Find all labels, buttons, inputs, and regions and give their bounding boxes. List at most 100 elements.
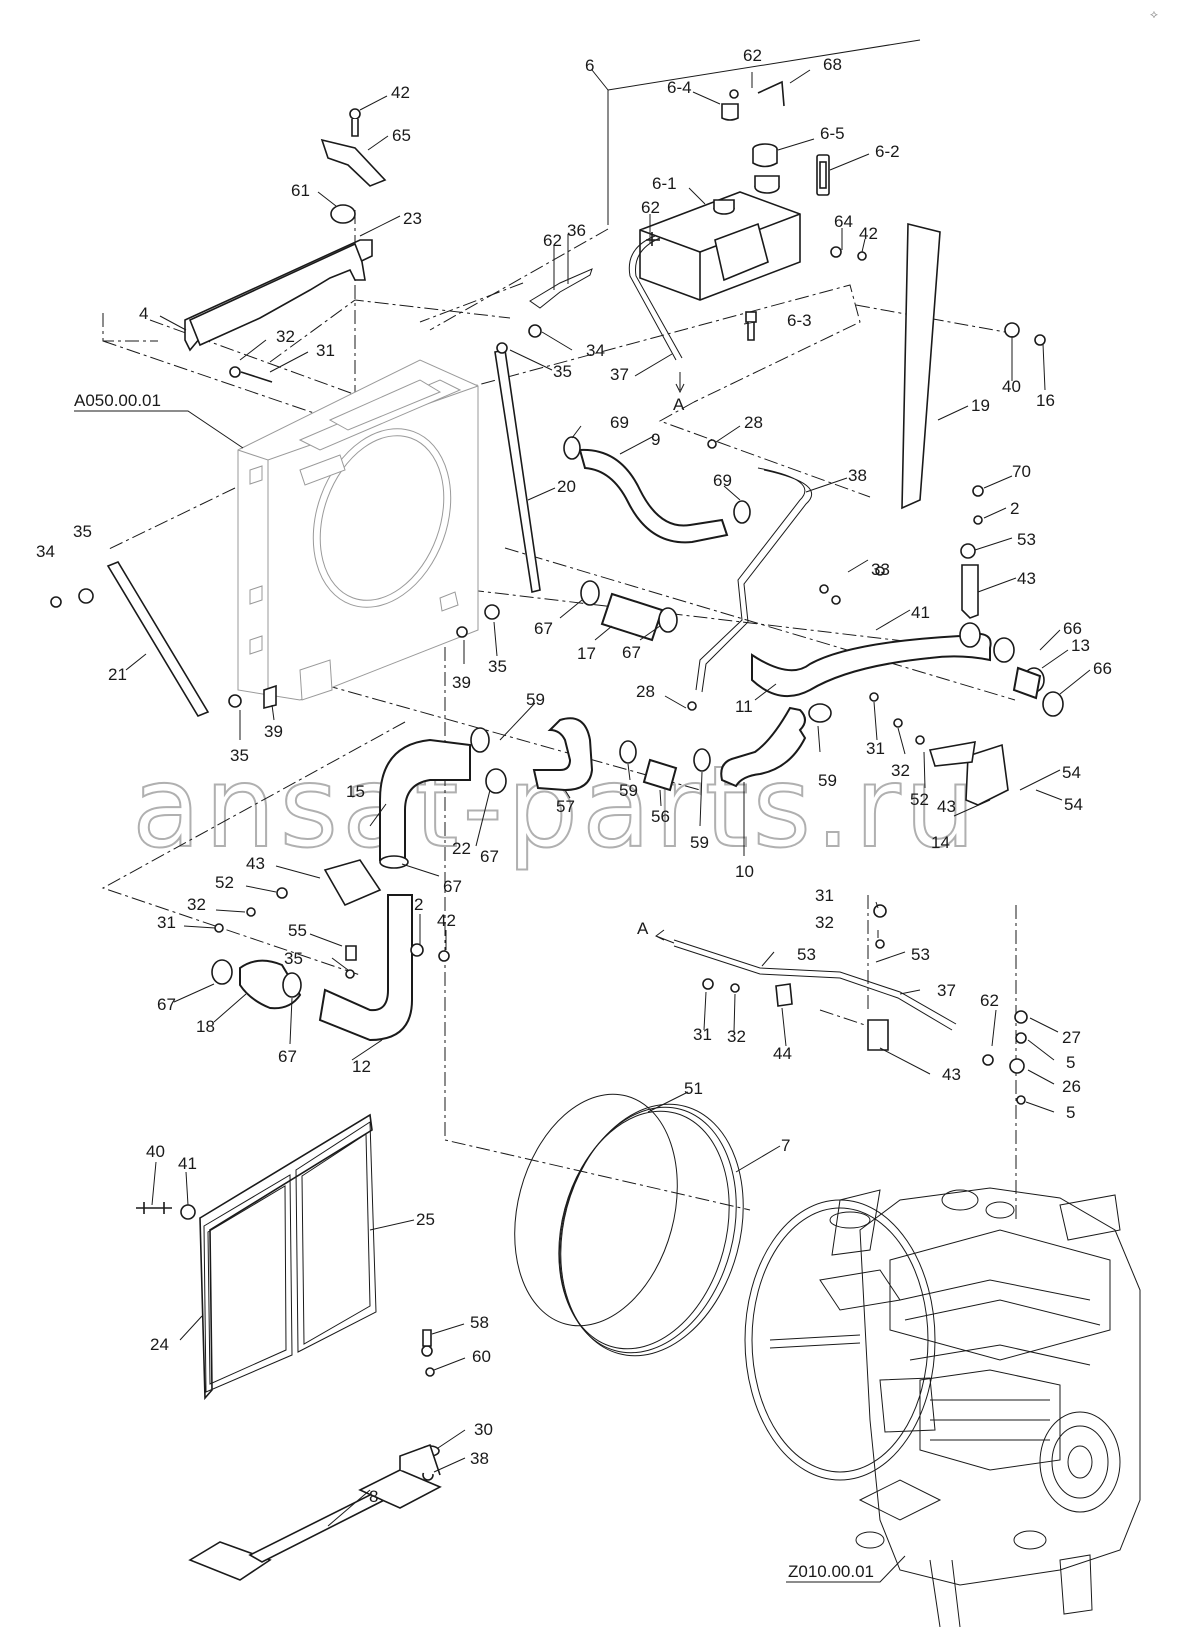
callout-31: 31: [866, 739, 885, 758]
callout-26: 26: [1062, 1077, 1081, 1096]
callout-67: 67: [622, 643, 641, 662]
callout-35: 35: [73, 522, 92, 541]
leader-lines: [125, 39, 1091, 1527]
pipe-38: [695, 467, 812, 693]
callout-5: 5: [1066, 1103, 1075, 1122]
callout-40: 40: [146, 1142, 165, 1161]
callout-31: 31: [157, 913, 176, 932]
callout-54: 54: [1062, 763, 1081, 782]
drain-6-3: [745, 311, 757, 341]
callout-16: 16: [1036, 391, 1055, 410]
callout-30: 30: [474, 1420, 493, 1439]
callout-6-3: 6-3: [787, 311, 812, 330]
callout-66: 66: [1093, 659, 1112, 678]
callout-67: 67: [534, 619, 553, 638]
callout-19: 19: [971, 396, 990, 415]
callout-6-2: 6-2: [875, 142, 900, 161]
callout-69: 69: [713, 471, 732, 490]
callout-6-1: 6-1: [652, 174, 677, 193]
callout-2: 2: [414, 895, 423, 914]
callout-33: 33: [871, 560, 890, 579]
support-8: [188, 1443, 442, 1581]
callout-31: 31: [316, 341, 335, 360]
fasteners: [50, 108, 1046, 1481]
callout-67: 67: [443, 877, 462, 896]
callout-52: 52: [910, 790, 929, 809]
callout-70: 70: [1012, 462, 1031, 481]
callout-62: 62: [543, 231, 562, 250]
callout-43: 43: [1017, 569, 1036, 588]
flow-marker-A-lower: A: [637, 919, 649, 938]
callout-41: 41: [178, 1154, 197, 1173]
callout-9: 9: [651, 430, 660, 449]
callout-13: 13: [1071, 636, 1090, 655]
bracket-14: [965, 743, 1009, 806]
callout-4: 4: [139, 304, 148, 323]
radiator-assembly: [237, 359, 479, 701]
hose-10: [720, 706, 807, 788]
callout-18: 18: [196, 1017, 215, 1036]
callout-35: 35: [284, 949, 303, 968]
hose-18: [239, 959, 302, 1010]
callout-67: 67: [480, 847, 499, 866]
fan-ring-7-51: [514, 1093, 744, 1357]
tank-bracket-36: [529, 268, 593, 309]
callout-21: 21: [108, 665, 127, 684]
radiator-ref-label: A050.00.01: [74, 391, 244, 449]
hose-13: [1012, 666, 1042, 700]
callout-28: 28: [636, 682, 655, 701]
callout-38: 38: [848, 466, 867, 485]
callout-54: 54: [1064, 795, 1083, 814]
callout-43: 43: [937, 797, 956, 816]
bracket-65: [320, 138, 387, 187]
hose-17: [600, 592, 664, 642]
callout-55: 55: [288, 921, 307, 940]
hose-11: [751, 632, 992, 697]
callout-61: 61: [291, 181, 310, 200]
pipe-37-lower: [673, 939, 957, 1031]
callout-17: 17: [577, 644, 596, 663]
callout-53: 53: [797, 945, 816, 964]
callout-35: 35: [553, 362, 572, 381]
callout-43: 43: [246, 854, 265, 873]
tank-cap-6-5: [752, 143, 778, 168]
callout-5: 5: [1066, 1053, 1075, 1072]
callout-36: 36: [567, 221, 586, 240]
callout-57: 57: [556, 797, 575, 816]
callout-6-5: 6-5: [820, 124, 845, 143]
callout-67: 67: [278, 1047, 297, 1066]
callout-38: 38: [470, 1449, 489, 1468]
grommet-61: [330, 204, 356, 224]
hose-12: [318, 894, 413, 1042]
callout-28: 28: [744, 413, 763, 432]
callout-59: 59: [619, 781, 638, 800]
level-gauge-6-2: [816, 154, 830, 196]
plate-23: [188, 242, 366, 347]
callout-32: 32: [276, 327, 295, 346]
flow-arrow-A-lower: [655, 929, 675, 944]
callout-25: 25: [416, 1210, 435, 1229]
flow-arrow-A-top: [675, 372, 685, 394]
callout-11: 11: [735, 697, 753, 716]
callout-labels: 6 62 68 6-4 6-5 6-2 6-1 62 64 42 36 62 6…: [36, 46, 1112, 1506]
engine-ref-label: Z010.00.01: [786, 1555, 906, 1583]
callout-62: 62: [641, 198, 660, 217]
rod-20: [494, 349, 541, 593]
callout-32: 32: [727, 1027, 746, 1046]
callout-42: 42: [859, 224, 878, 243]
overflow-pipe-37: [628, 235, 683, 361]
callout-32: 32: [187, 895, 206, 914]
callout-34: 34: [36, 542, 55, 561]
callout-58: 58: [470, 1313, 489, 1332]
engine-ref-text: Z010.00.01: [788, 1562, 874, 1581]
bracket-43-lower: [867, 1019, 889, 1051]
callout-42: 42: [437, 911, 456, 930]
hose-56: [642, 758, 678, 792]
bracket-43-right: [928, 741, 976, 767]
radiator-ref-text: A050.00.01: [74, 391, 161, 410]
callout-39: 39: [264, 722, 283, 741]
engine-assembly: [744, 1187, 1141, 1627]
callout-35: 35: [488, 657, 507, 676]
callout-64: 64: [834, 212, 853, 231]
